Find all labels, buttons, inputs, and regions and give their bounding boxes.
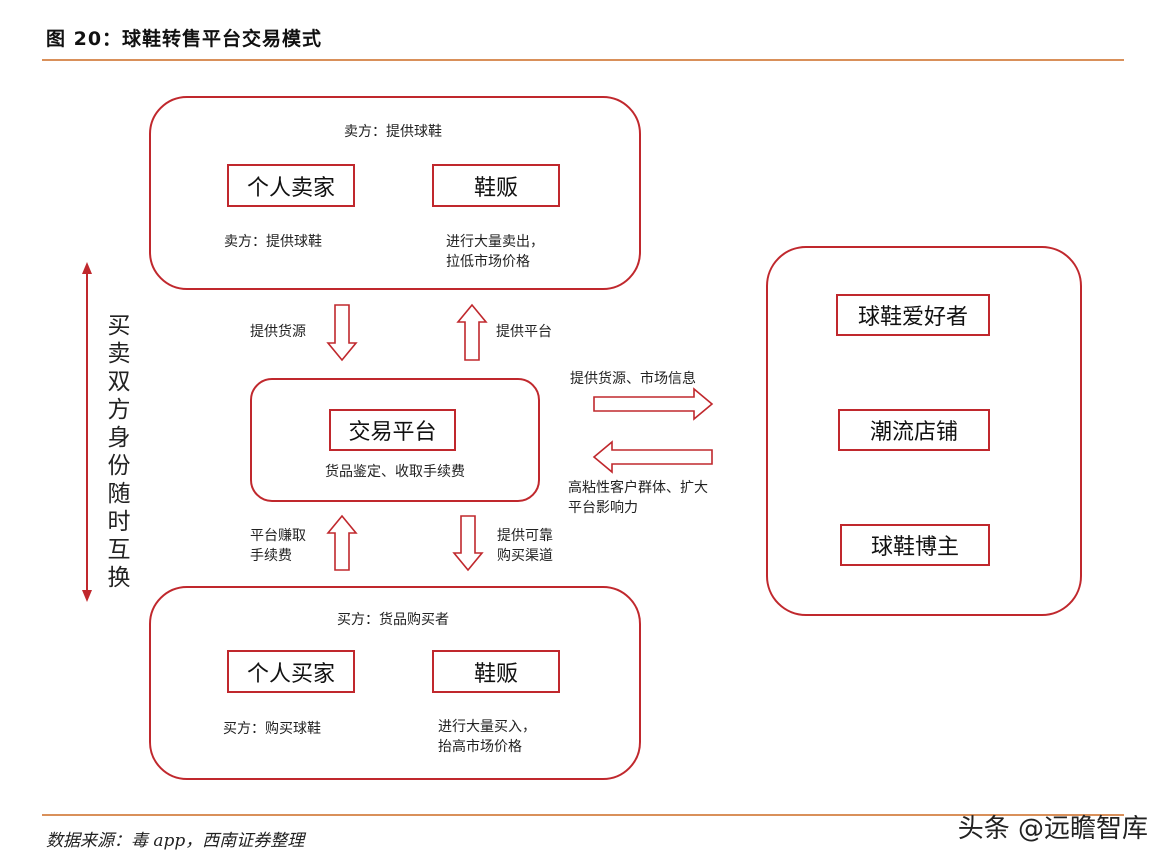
buyer-heading: 买方：货品购买者: [337, 612, 449, 628]
buyer-reseller-desc-line1: 进行大量买入，: [438, 719, 536, 735]
sneaker-fans-label: 球鞋爱好者: [836, 294, 990, 336]
reliable-channel-arrow: [452, 515, 484, 572]
personal-buyer-desc: 买方：购买球鞋: [223, 721, 321, 737]
platform-desc: 货品鉴定、收取手续费: [325, 464, 465, 480]
figure-title: 图 20：球鞋转售平台交易模式: [46, 28, 323, 50]
trading-platform-label: 交易平台: [329, 409, 456, 451]
to-right-arrow: [593, 387, 714, 421]
provide-platform-arrow: [456, 303, 488, 361]
bottom-divider: [42, 814, 1124, 816]
from-right-label-line1: 高粘性客户群体、扩大: [568, 480, 708, 496]
seller-reseller-desc-line1: 进行大量卖出，: [446, 234, 544, 250]
role-swap-arrow-head-top: [82, 262, 92, 274]
seller-reseller-desc-line2: 拉低市场价格: [446, 254, 530, 270]
personal-buyer-label: 个人买家: [227, 650, 355, 693]
personal-seller-desc: 卖方：提供球鞋: [224, 234, 322, 250]
seller-heading: 卖方：提供球鞋: [344, 124, 442, 140]
role-swap-arrow-head-bottom: [82, 590, 92, 602]
reliable-channel-label-line2: 购买渠道: [497, 548, 553, 564]
buyer-reseller-desc-line2: 抬高市场价格: [438, 739, 522, 755]
reliable-channel-label-line1: 提供可靠: [497, 528, 553, 544]
sneaker-bloggers-label: 球鞋博主: [840, 524, 990, 566]
earn-fee-arrow: [326, 514, 358, 571]
seller-reseller-label: 鞋贩: [432, 164, 560, 207]
trend-stores-label: 潮流店铺: [838, 409, 990, 451]
buyer-reseller-label: 鞋贩: [432, 650, 560, 693]
provide-platform-label: 提供平台: [496, 324, 552, 340]
watermark: 头条 @远瞻智库: [957, 814, 1148, 844]
personal-seller-label: 个人卖家: [227, 164, 355, 207]
source-note: 数据来源：毒 app，西南证券整理: [46, 831, 305, 851]
supply-goods-label: 提供货源: [250, 324, 306, 340]
role-swap-text: 买卖双方身份随时互换: [107, 313, 131, 591]
top-divider: [42, 59, 1124, 61]
supply-goods-arrow: [326, 304, 358, 362]
to-right-label: 提供货源、市场信息: [570, 371, 696, 387]
earn-fee-label-line1: 平台赚取: [250, 528, 306, 544]
from-right-arrow: [592, 440, 713, 474]
from-right-label-line2: 平台影响力: [568, 500, 638, 516]
earn-fee-label-line2: 手续费: [250, 548, 292, 564]
